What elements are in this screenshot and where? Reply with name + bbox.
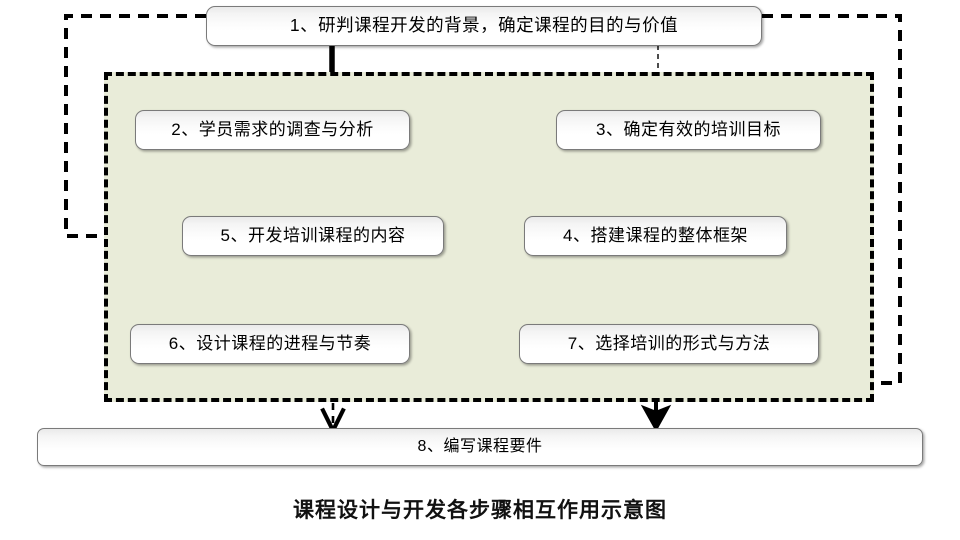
- node-step-3-label: 3、确定有效的培训目标: [596, 120, 781, 139]
- node-step-5[interactable]: 5、开发培训课程的内容: [182, 216, 444, 256]
- node-step-7[interactable]: 7、选择培训的形式与方法: [519, 324, 819, 364]
- node-step-6[interactable]: 6、设计课程的进程与节奏: [130, 324, 410, 364]
- node-step-3[interactable]: 3、确定有效的培训目标: [556, 110, 821, 150]
- node-step-1[interactable]: 1、研判课程开发的背景，确定课程的目的与价值: [206, 6, 762, 46]
- node-step-2-label: 2、学员需求的调查与分析: [171, 120, 374, 139]
- node-step-8-label: 8、编写课程要件: [417, 437, 543, 455]
- diagram-caption: 课程设计与开发各步骤相互作用示意图: [293, 499, 667, 522]
- node-step-8[interactable]: 8、编写课程要件: [37, 428, 923, 466]
- node-step-6-label: 6、设计课程的进程与节奏: [168, 334, 372, 353]
- node-step-1-label: 1、研判课程开发的背景，确定课程的目的与价值: [289, 14, 679, 35]
- node-step-4[interactable]: 4、搭建课程的整体框架: [524, 216, 787, 256]
- node-step-2[interactable]: 2、学员需求的调查与分析: [135, 110, 410, 150]
- node-step-5-label: 5、开发培训课程的内容: [220, 226, 406, 245]
- node-step-4-label: 4、搭建课程的整体框架: [563, 226, 748, 245]
- node-step-7-label: 7、选择培训的形式与方法: [567, 334, 771, 353]
